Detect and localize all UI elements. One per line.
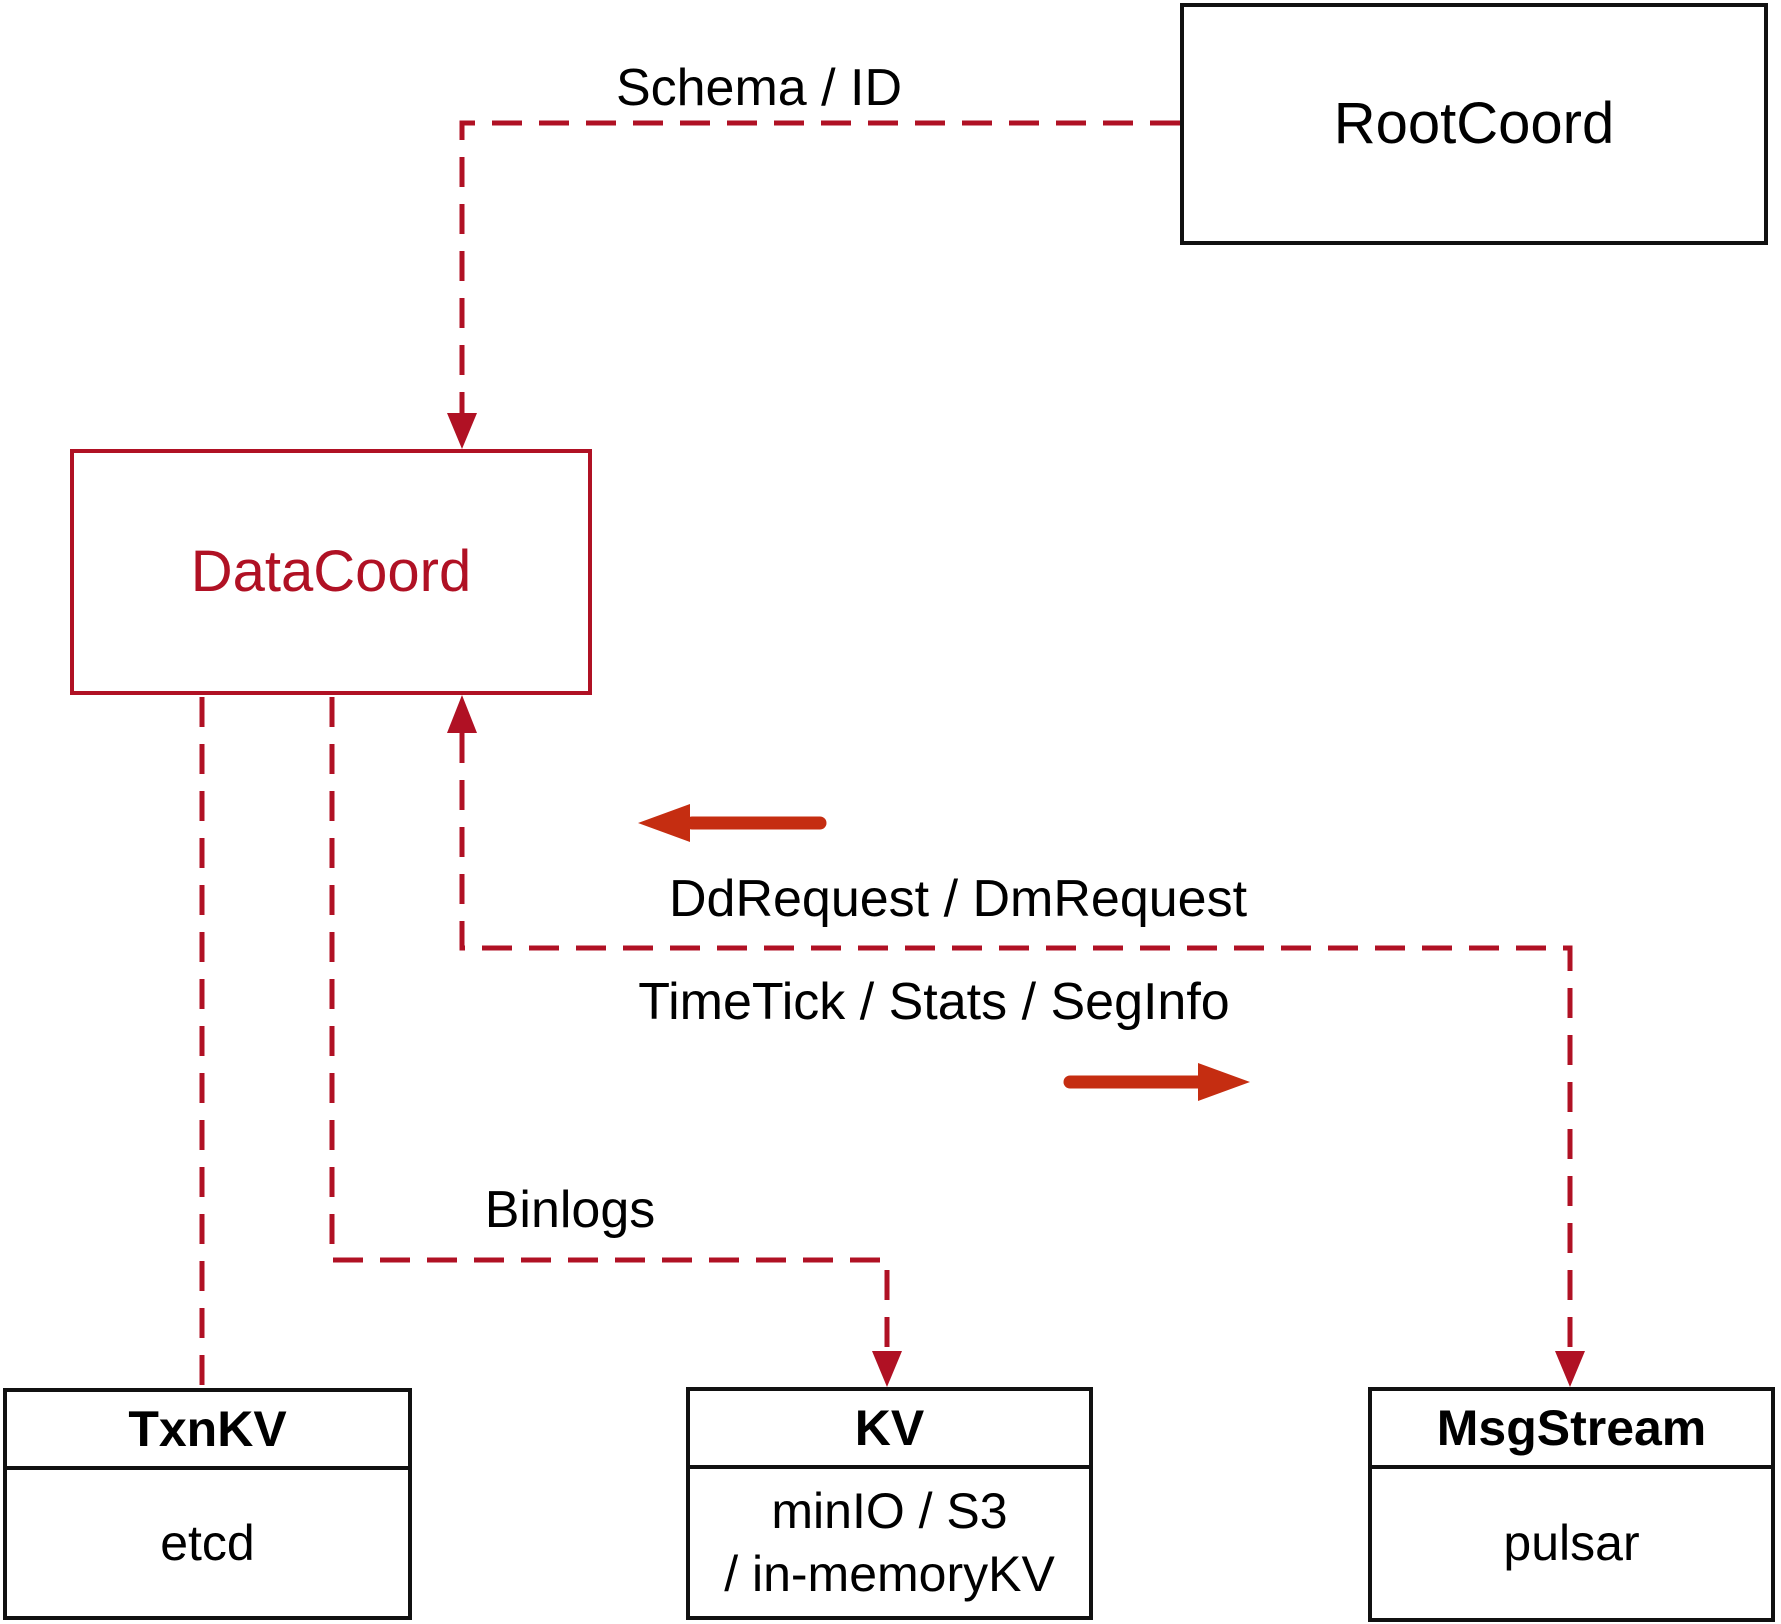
node-datacoord: DataCoord [70,449,592,695]
ddrequest-arrowhead-icon [447,695,477,733]
timetick-label: TimeTick / Stats / SegInfo [638,973,1230,1031]
kv-body: minIO / S3 / in-memoryKV [690,1469,1089,1616]
node-rootcoord: RootCoord [1180,3,1768,245]
binlogs-label: Binlogs [484,1181,656,1239]
msgstream-title: MsgStream [1372,1391,1771,1469]
datacoord-msgstream-connector [459,733,1573,1351]
schema-id-label: Schema / ID [615,59,903,117]
msgstream-arrowhead-icon [1555,1351,1585,1387]
node-msgstream: MsgStream pulsar [1368,1387,1775,1622]
msgstream-body: pulsar [1503,1515,1640,1571]
ddrequest-label: DdRequest / DmRequest [668,870,1248,928]
kv-title: KV [690,1391,1089,1469]
kv-body-line2: / in-memoryKV [724,1545,1055,1602]
schema-id-connector [459,120,1180,413]
txnkv-body: etcd [160,1514,255,1571]
kv-body-line1: minIO / S3 [771,1482,1008,1539]
datacoord-title: DataCoord [190,539,472,605]
binlogs-arrowhead-icon [872,1351,902,1387]
node-kv: KV minIO / S3 / in-memoryKV [686,1387,1093,1620]
schema-id-arrowhead-icon [447,413,477,449]
left-direction-arrow-icon [638,804,690,842]
right-direction-arrow-icon [1198,1063,1250,1101]
txnkv-title: TxnKV [7,1392,408,1470]
node-txnkv: TxnKV etcd [3,1388,412,1620]
rootcoord-title: RootCoord [1333,91,1615,157]
